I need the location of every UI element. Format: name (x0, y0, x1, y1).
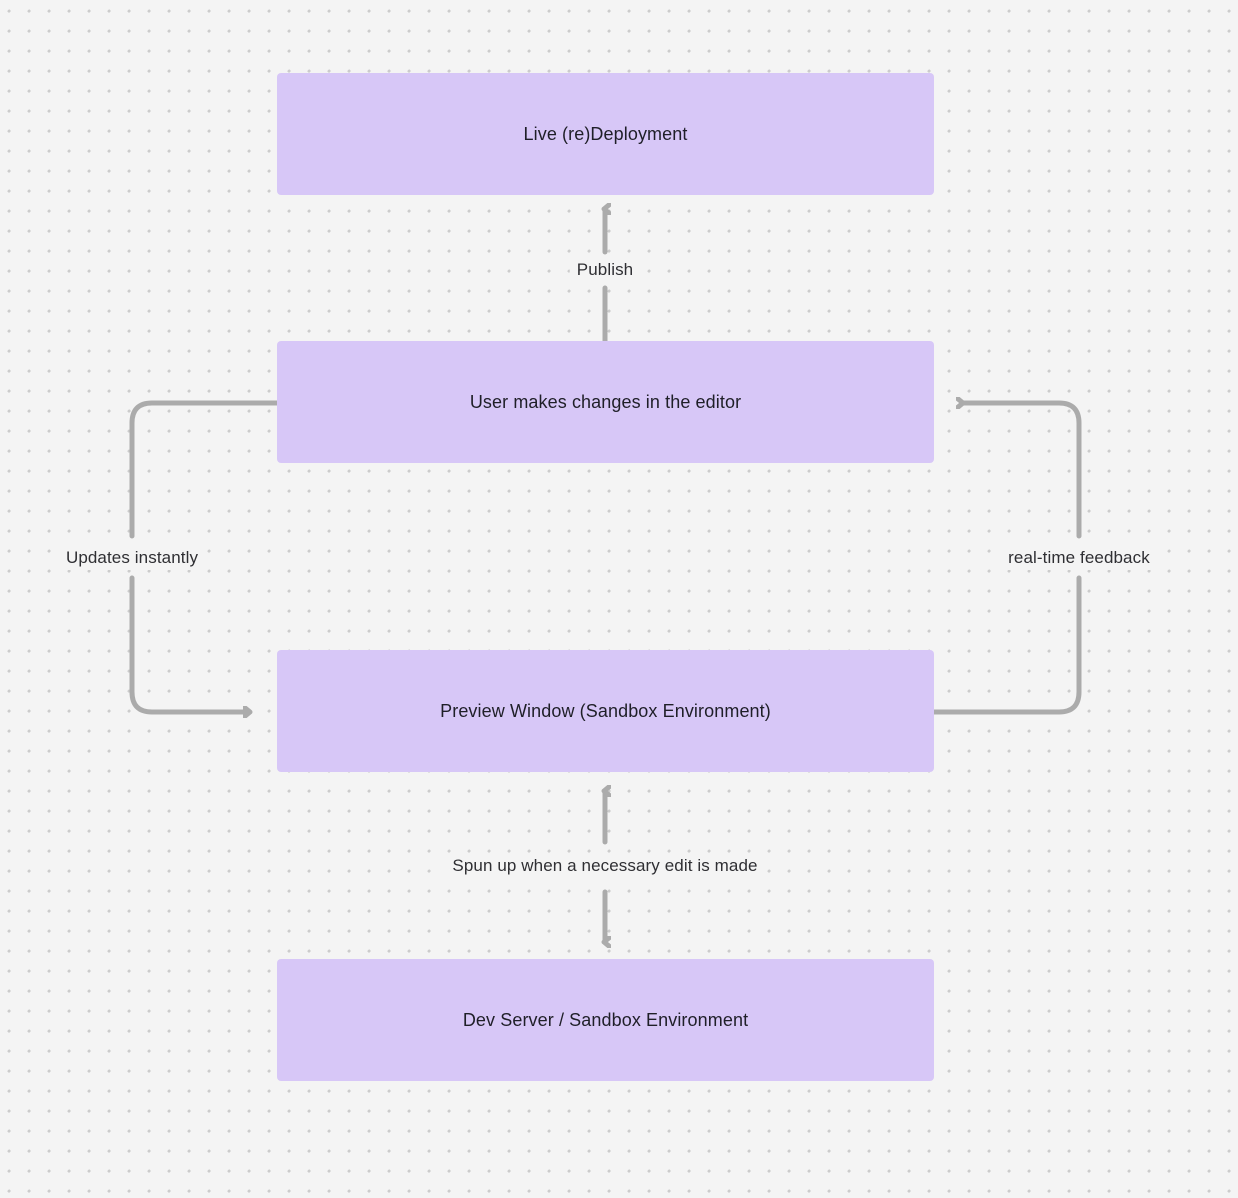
node-preview-window-label: Preview Window (Sandbox Environment) (440, 701, 771, 721)
node-dev-server[interactable]: Dev Server / Sandbox Environment (277, 959, 934, 1081)
edge-label-spun-up: Spun up when a necessary edit is made (445, 854, 765, 878)
node-dev-server-label: Dev Server / Sandbox Environment (462, 1010, 749, 1030)
node-user-edits-label: User makes changes in the editor (469, 392, 742, 412)
node-user-edits[interactable]: User makes changes in the editor (277, 341, 934, 463)
edge-label-updates-instantly: Updates instantly (58, 546, 206, 570)
node-preview-window[interactable]: Preview Window (Sandbox Environment) (277, 650, 934, 772)
node-live-deployment[interactable]: Live (re)Deployment (277, 73, 934, 195)
edge-updates-instantly-upper-segment (129, 400, 280, 539)
edge-label-publish: Publish (569, 258, 641, 282)
edge-label-real-time-feedback: real-time feedback (1001, 546, 1157, 570)
edge-real-time-feedback-lower-segment (931, 575, 1082, 715)
edge-updates-instantly-lower-segment (129, 575, 249, 712)
edge-real-time-feedback-upper-segment (962, 403, 1082, 539)
node-live-deployment-label: Live (re)Deployment (523, 124, 688, 144)
